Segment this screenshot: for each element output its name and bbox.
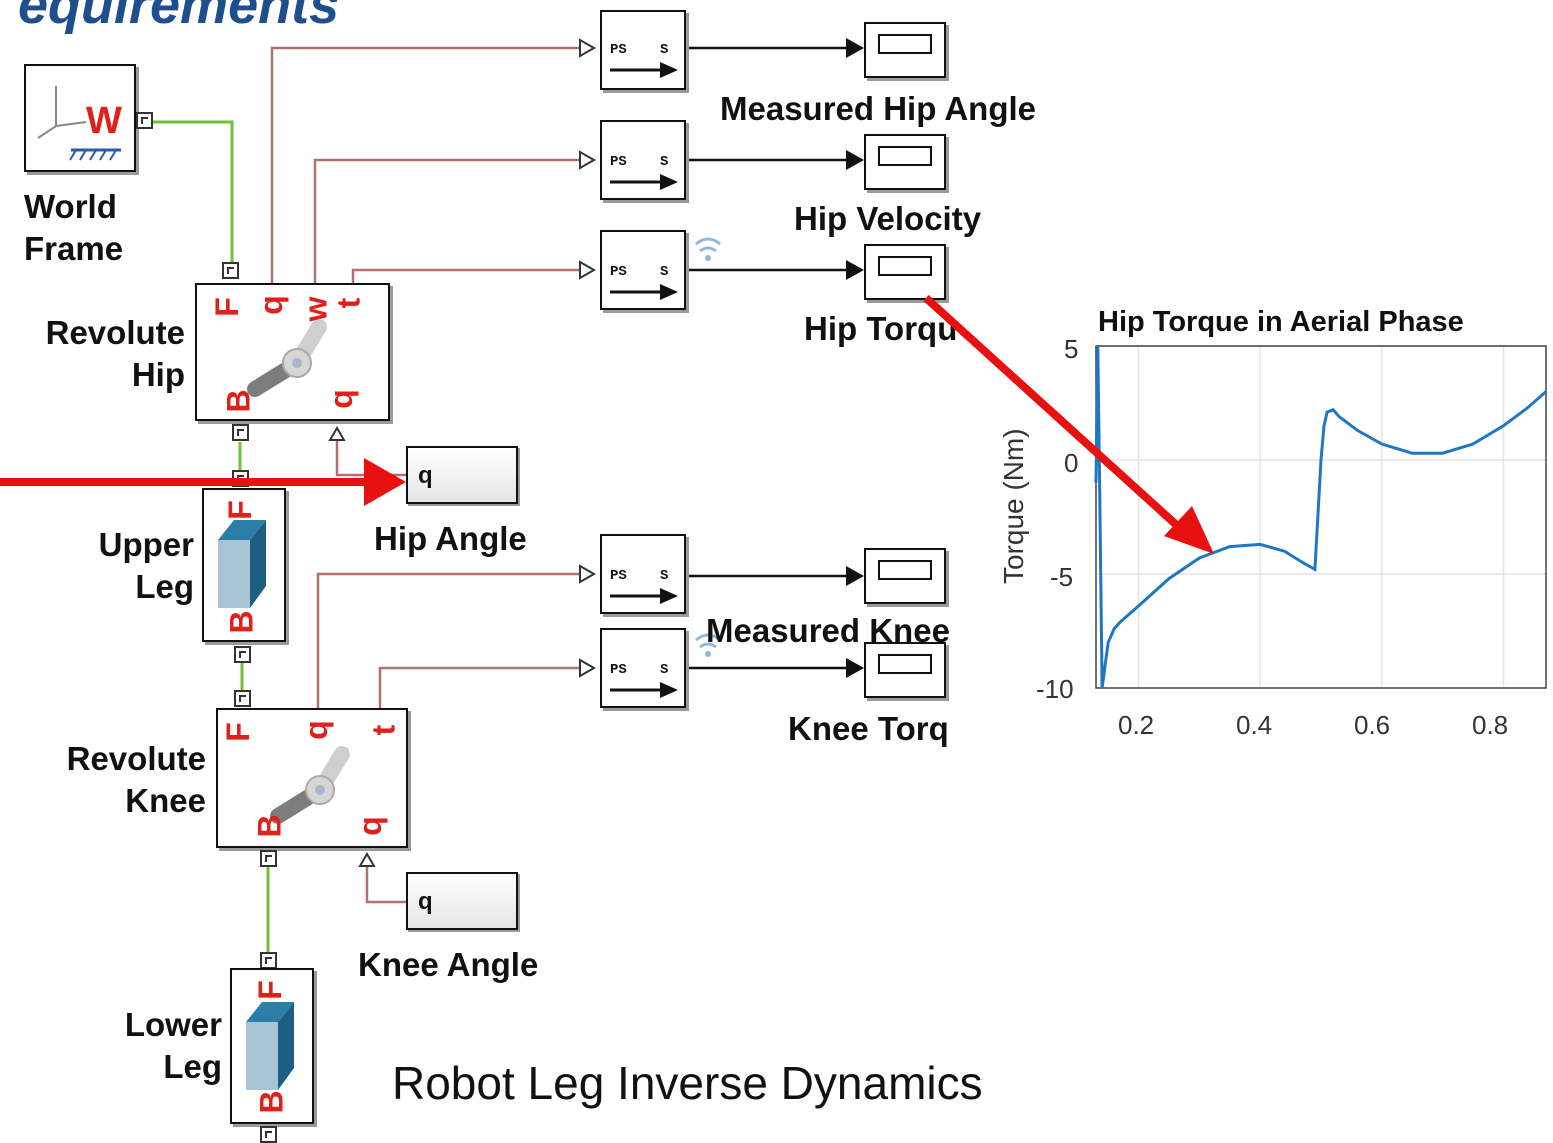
xtick-label: 0.8 — [1472, 710, 1509, 740]
s-label: S — [660, 662, 669, 678]
hip-w-signal — [313, 158, 590, 283]
measured-hip-angle-label: Measured Hip Angle — [720, 90, 1036, 127]
s-label: S — [660, 264, 669, 280]
chart-title: Hip Torque in Aerial Phase — [1098, 306, 1464, 338]
knee-angle-signal — [365, 866, 406, 904]
signal-log-icon — [695, 237, 721, 657]
ps-s-converter-1[interactable]: PS S — [600, 10, 686, 90]
world-frame-label-2: Frame — [24, 230, 124, 267]
hip-torque-label: Hip Torqu — [804, 310, 958, 347]
lower-leg-block[interactable]: F B — [230, 968, 314, 1124]
arrow-right-icon — [610, 588, 678, 604]
revolute-hip-label-2: Hip — [131, 356, 185, 393]
ps-s-converter-5[interactable]: PS S — [600, 628, 686, 708]
hip-q-signal — [270, 46, 590, 283]
s-label: S — [660, 568, 669, 584]
knee-q-signal — [316, 572, 590, 708]
arrow-right-icon — [610, 174, 678, 190]
header-fragment: equirements — [18, 0, 340, 35]
arrow-right-icon — [610, 284, 678, 300]
display-measured-hip-angle[interactable] — [864, 22, 946, 78]
hip-t-signal — [351, 268, 590, 283]
knee-angle-label: Knee Angle — [358, 946, 539, 983]
world-to-hip-connection — [150, 120, 234, 262]
display-window — [878, 146, 932, 166]
revolute-knee-label-1: Revolute — [66, 740, 206, 777]
display-hip-torque[interactable] — [864, 244, 946, 300]
display-measured-knee[interactable] — [864, 548, 946, 604]
hip-angle-port: q — [418, 462, 433, 489]
ytick-label: -5 — [1050, 562, 1074, 592]
hip-angle-label: Hip Angle — [374, 520, 527, 557]
display-window — [878, 654, 932, 674]
upper-leg-label-2: Leg — [135, 568, 194, 605]
world-frame-icon — [37, 86, 121, 161]
ytick-label: 5 — [1064, 334, 1079, 364]
display-knee-torque[interactable] — [864, 642, 946, 698]
world-frame-label-1: World — [24, 188, 117, 225]
ps-label: PS — [610, 662, 627, 678]
upperleg-bottom-port[interactable] — [234, 646, 251, 663]
upper-leg-label-1: Upper — [98, 526, 194, 563]
ps-label: PS — [610, 42, 627, 58]
revolute-hip-block[interactable]: F q w t B q — [195, 283, 390, 421]
s-label: S — [660, 42, 669, 58]
knee-torque-label: Knee Torq — [788, 710, 949, 747]
lower-leg-label-1: Lower — [124, 1006, 222, 1043]
ps-s-converter-4[interactable]: PS S — [600, 534, 686, 614]
ps-label: PS — [610, 154, 627, 170]
annotation-arrow-torque — [923, 295, 1185, 533]
hip-velocity-label: Hip Velocity — [794, 200, 982, 237]
knee-angle-port: q — [418, 888, 433, 915]
revolute-knee-label-2: Knee — [125, 782, 206, 819]
knee-t-signal — [378, 666, 590, 708]
solid-body-icon-2 — [246, 1002, 294, 1090]
ytick-label: -10 — [1036, 674, 1074, 704]
knee-angle-block[interactable]: q — [406, 872, 518, 930]
hip-angle-block[interactable]: q — [406, 446, 518, 504]
ps-s-converter-3[interactable]: PS S — [600, 230, 686, 310]
solid-body-icon — [218, 520, 266, 608]
ps-label: PS — [610, 568, 627, 584]
revolute-joint-icon-2 — [270, 746, 350, 824]
s-label: S — [660, 154, 669, 170]
world-frame-glyph: W — [86, 100, 122, 142]
arrow-right-icon — [610, 62, 678, 78]
display-window — [878, 34, 932, 54]
revolute-joint-icon — [247, 319, 327, 397]
xtick-label: 0.2 — [1118, 710, 1155, 740]
arrow-right-icon — [610, 682, 678, 698]
upper-leg-block[interactable]: F B — [202, 488, 286, 642]
knee-top-port[interactable] — [234, 690, 251, 707]
knee-bottom-port[interactable] — [260, 850, 277, 867]
world-frame-block[interactable]: W — [24, 64, 136, 172]
hip-bottom-port[interactable] — [232, 424, 249, 441]
xtick-label: 0.6 — [1354, 710, 1391, 740]
model-title: Robot Leg Inverse Dynamics — [392, 1057, 983, 1109]
revolute-hip-label-1: Revolute — [45, 314, 185, 351]
display-window — [878, 256, 932, 276]
lowerleg-bottom-port[interactable] — [260, 1126, 277, 1143]
ytick-label: 0 — [1064, 448, 1079, 478]
ps-label: PS — [610, 264, 627, 280]
world-frame-port[interactable] — [136, 112, 153, 129]
display-hip-velocity[interactable] — [864, 134, 946, 190]
revolute-knee-block[interactable]: F q t B q — [216, 708, 408, 848]
ps-s-converter-2[interactable]: PS S — [600, 120, 686, 200]
display-window — [878, 560, 932, 580]
lower-leg-label-2: Leg — [163, 1048, 222, 1085]
xtick-label: 0.4 — [1236, 710, 1273, 740]
hip-top-port[interactable] — [222, 262, 239, 279]
